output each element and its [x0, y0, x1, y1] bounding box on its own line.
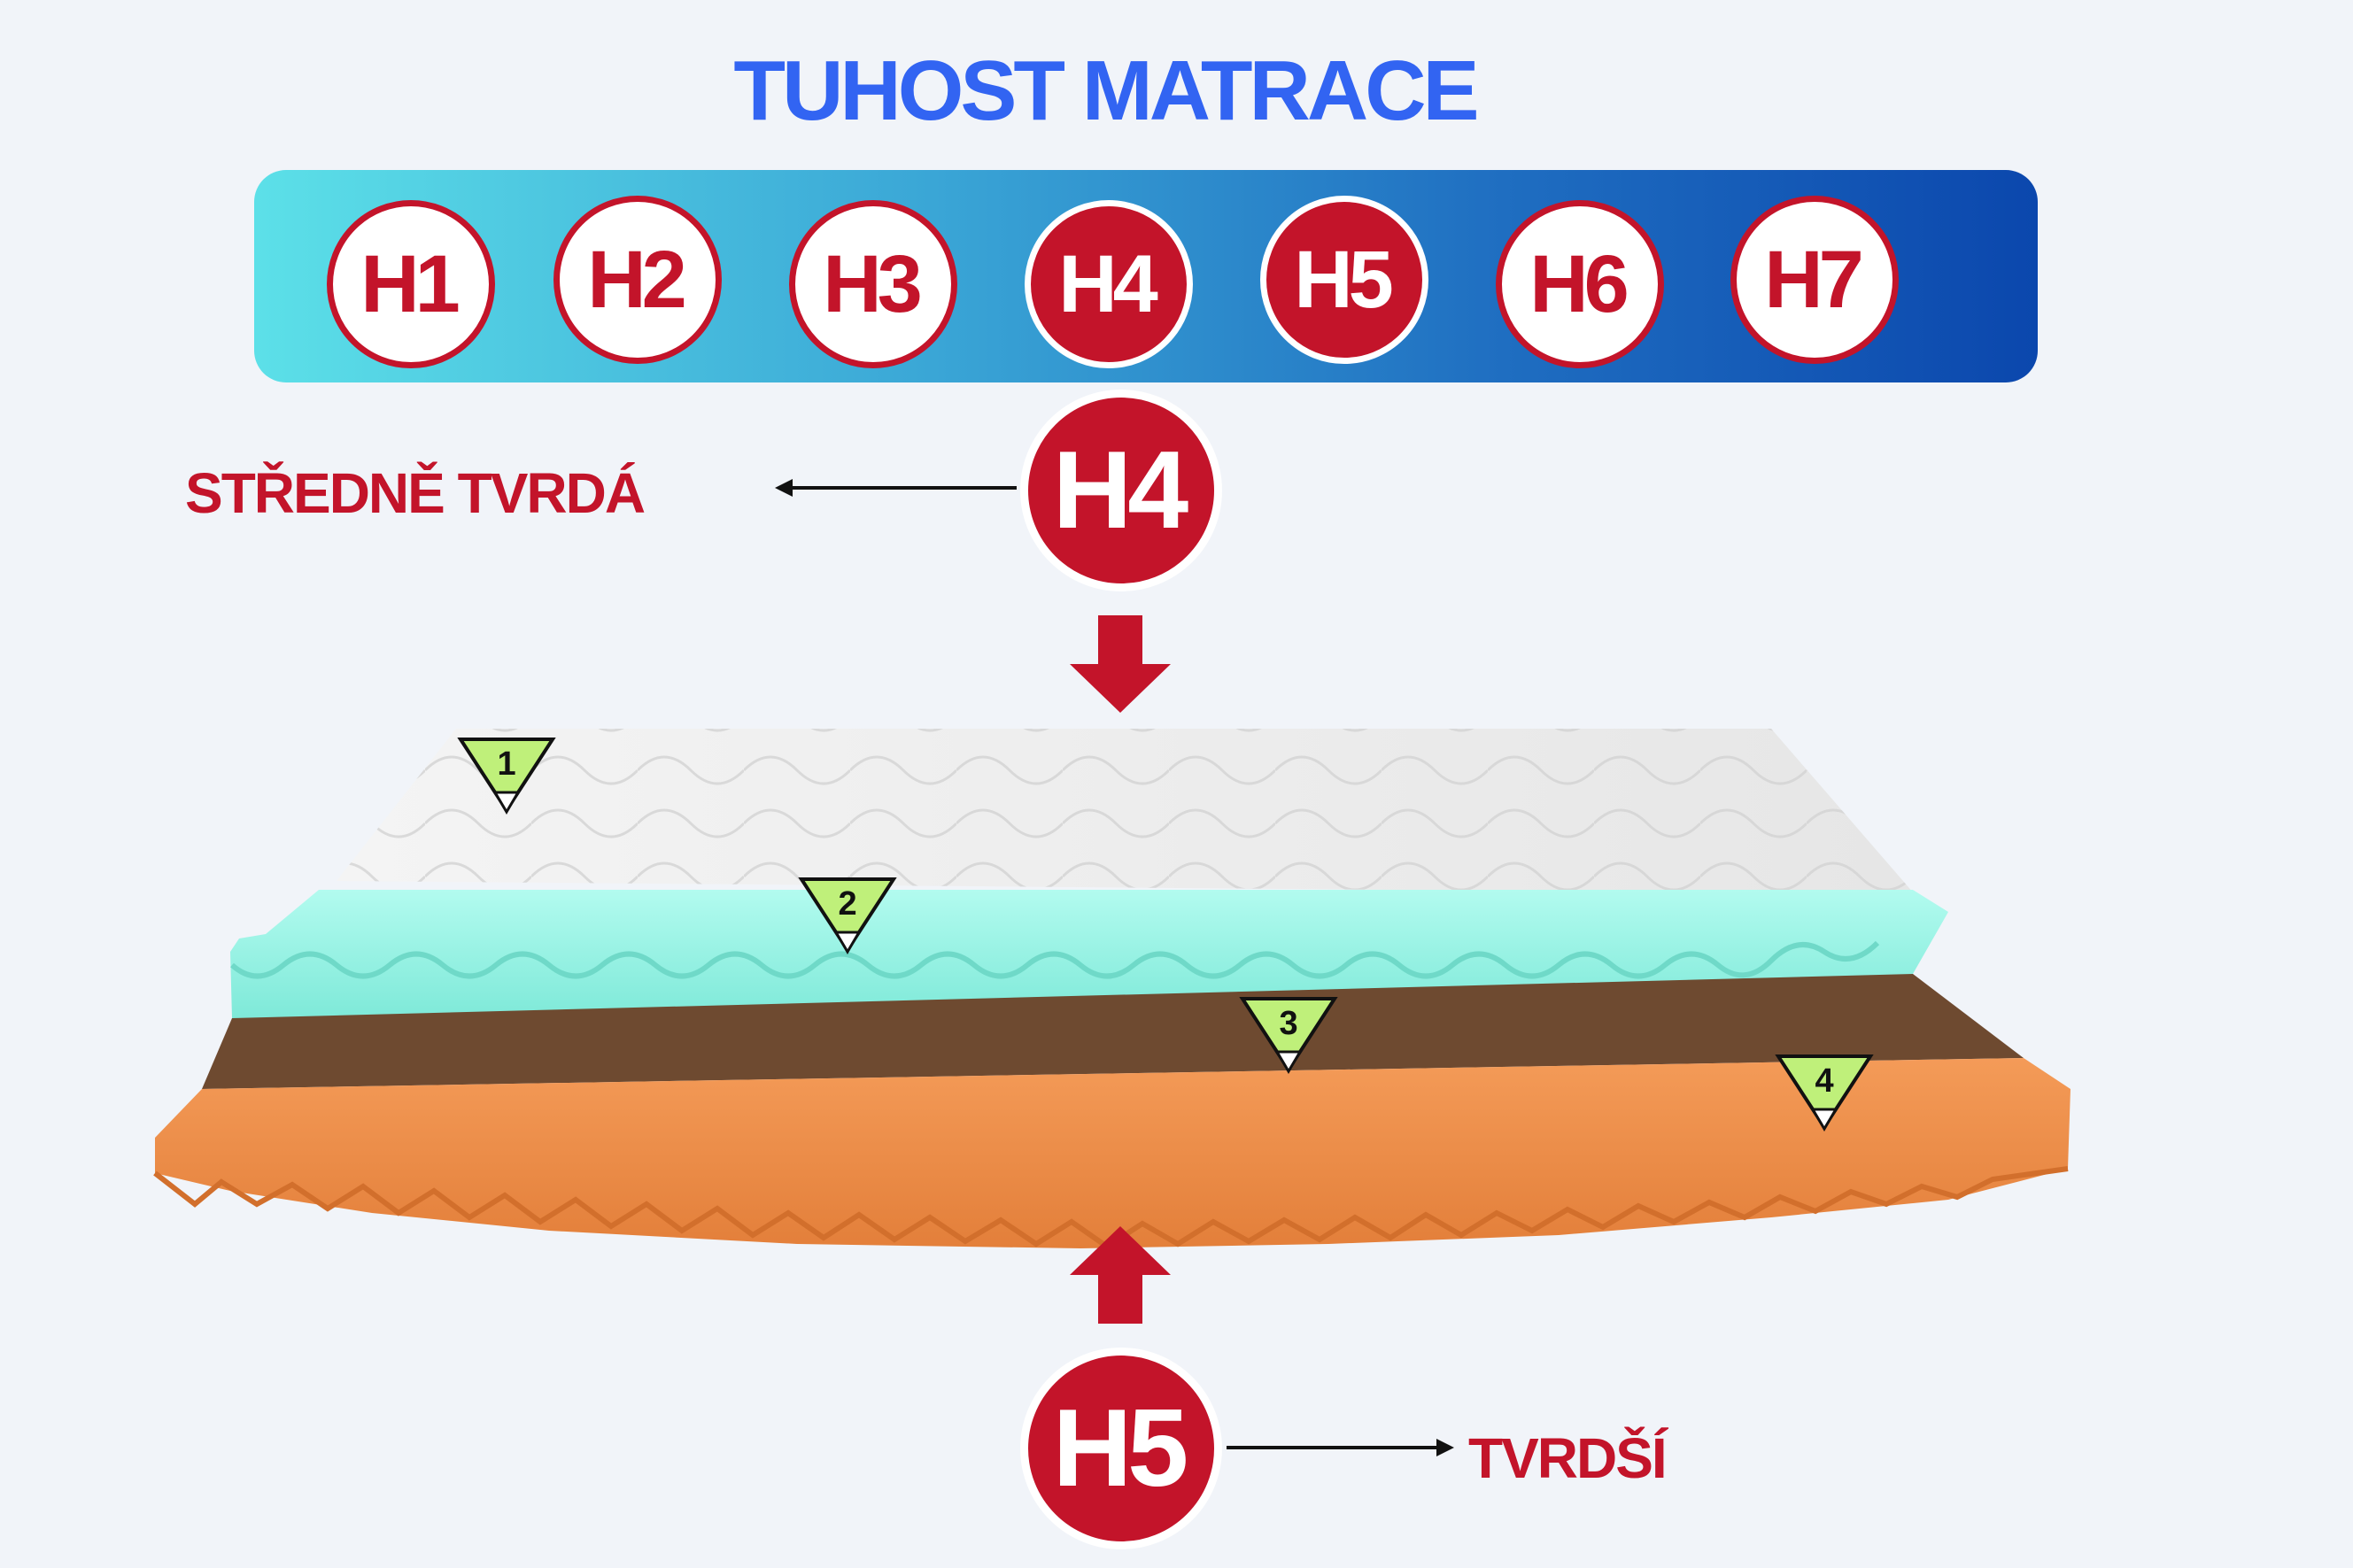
layer-number-4: 4	[1815, 1062, 1833, 1100]
scale-badge-h7: H7	[1730, 196, 1899, 364]
scale-badge-h2: H2	[553, 196, 722, 364]
layer-number-3: 3	[1279, 1005, 1297, 1042]
up-arrow-icon	[1070, 1226, 1171, 1324]
scale-badge-h6: H6	[1496, 200, 1664, 368]
layer-marker-2: 2	[798, 877, 897, 954]
bottom-side-label: TVRDŠÍ	[1468, 1426, 1668, 1490]
scale-badge-h4: H4	[1025, 200, 1193, 368]
scale-badge-h5: H5	[1260, 196, 1428, 364]
layer-marker-3: 3	[1239, 997, 1338, 1074]
top-label-arrowhead	[775, 479, 793, 497]
scale-badge-h3: H3	[789, 200, 957, 368]
layer-marker-1: 1	[457, 738, 556, 815]
bottom-side-hardness-badge: H5	[1020, 1348, 1222, 1549]
down-arrow-icon	[1070, 615, 1171, 713]
top-side-hardness-badge: H4	[1020, 390, 1222, 591]
coconut-layer	[202, 974, 2024, 1089]
bottom-label-arrowhead	[1436, 1439, 1454, 1456]
layer-number-2: 2	[838, 885, 856, 923]
orange-foam-layer	[155, 1058, 2070, 1248]
top-side-label: STŘEDNĚ TVRDÁ	[185, 461, 646, 525]
page-title: TUHOST MATRACE	[733, 43, 1479, 138]
scale-badge-h1: H1	[327, 200, 495, 368]
layer-marker-4: 4	[1775, 1054, 1874, 1132]
layer-number-1: 1	[497, 745, 515, 783]
